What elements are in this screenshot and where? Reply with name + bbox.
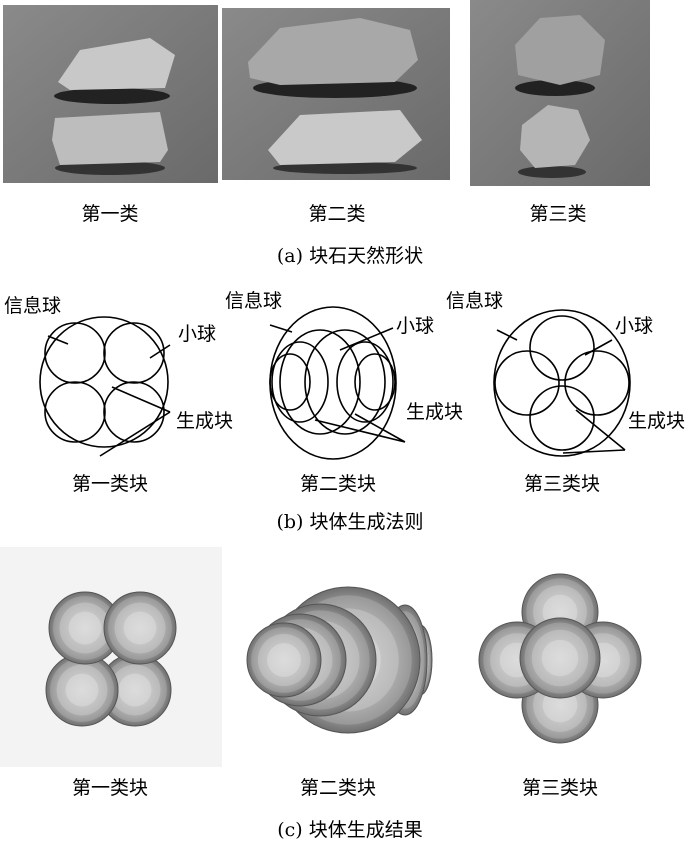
- rock-photo-type3: [470, 0, 650, 186]
- info-ball-label-3: 信息球: [446, 290, 503, 312]
- diagram-type2: [269, 306, 406, 460]
- diagram-type3: [493, 309, 631, 457]
- generated-block-label-1: 生成块: [176, 410, 233, 432]
- label-type1: 第一类: [81, 203, 138, 225]
- rock-photo-type2: [222, 8, 450, 180]
- label-type2: 第二类: [308, 203, 365, 225]
- label-result-type3: 第三类块: [522, 777, 598, 799]
- label-result-type2: 第二类块: [300, 777, 376, 799]
- rendered-block-type2: [246, 586, 433, 734]
- rendered-block-type3: [478, 573, 642, 744]
- small-ball-label-2: 小球: [396, 315, 434, 337]
- rock-photo-type1: [3, 5, 218, 183]
- label-block-type1: 第一类块: [72, 473, 148, 495]
- generated-block-label-2: 生成块: [406, 401, 463, 423]
- label-type3: 第三类: [529, 203, 586, 225]
- generated-block-label-3: 生成块: [628, 410, 685, 432]
- label-result-type1: 第一类块: [72, 777, 148, 799]
- info-ball-label-1: 信息球: [4, 295, 61, 317]
- info-ball-label-2: 信息球: [225, 290, 282, 312]
- label-block-type3: 第三类块: [524, 473, 600, 495]
- small-ball-label-3: 小球: [615, 315, 653, 337]
- render-background-1: [0, 547, 222, 767]
- rendered-block-type1: [45, 591, 177, 727]
- caption-a: (a) 块石天然形状: [277, 245, 423, 267]
- diagram-type1: [39, 316, 171, 457]
- caption-b: (b) 块体生成法则: [276, 511, 423, 533]
- small-ball-label-1: 小球: [178, 323, 216, 345]
- caption-c: (c) 块体生成结果: [277, 819, 423, 841]
- label-block-type2: 第二类块: [300, 473, 376, 495]
